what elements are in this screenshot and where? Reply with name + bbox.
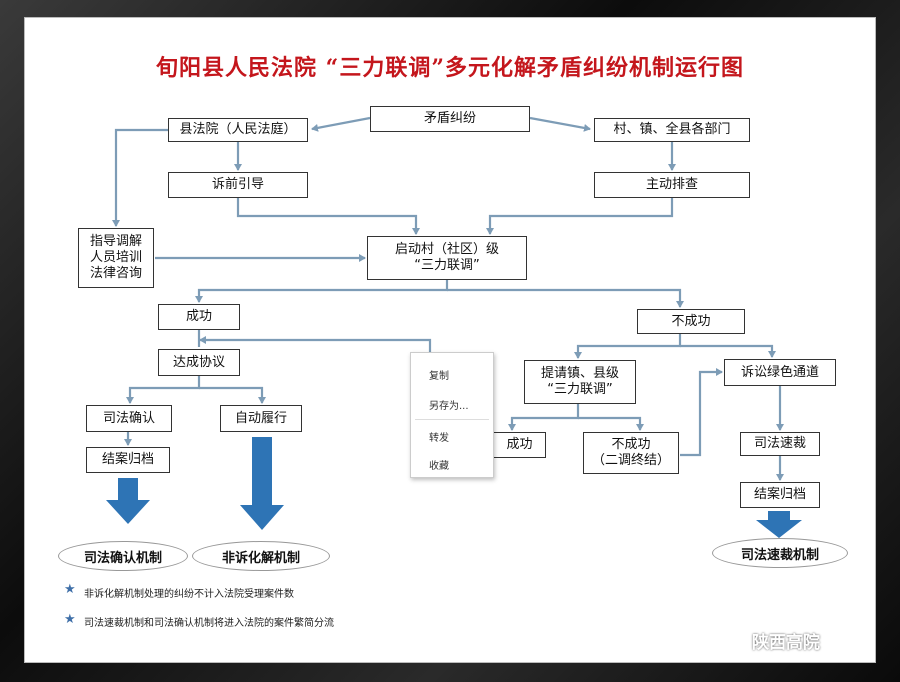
node-close-archive-right: 结案归档 — [740, 482, 820, 508]
node-fail: 不成功 — [637, 309, 745, 334]
mechanism-non-litigation: 非诉化解机制 — [192, 541, 330, 571]
node-guidance: 指导调解 人员培训 法律咨询 — [78, 228, 154, 288]
arrow-active-start — [486, 198, 674, 235]
node-request-county: 提请镇、县级 “三力联调” — [524, 360, 636, 404]
arrow-court-guidance — [112, 128, 168, 227]
node-success-2: 成功 — [494, 432, 546, 458]
node-fail-2: 不成功 （二调终结） — [583, 432, 679, 474]
arrow-start-fail — [447, 288, 684, 308]
arrow-request-success2 — [508, 404, 580, 431]
node-dispute: 矛盾纠纷 — [370, 106, 530, 132]
menu-item-favorite[interactable]: 收藏 — [429, 461, 449, 472]
menu-separator — [415, 419, 489, 420]
big-arrow-confirm — [106, 478, 150, 524]
note-2: 司法速裁机制和司法确认机制将进入法院的案件繁简分流 — [84, 618, 334, 629]
arrow-dispute-court — [311, 116, 371, 132]
menu-item-copy[interactable]: 复制 — [429, 371, 449, 382]
node-court: 县法院（人民法庭） — [168, 118, 308, 142]
node-agreement: 达成协议 — [158, 349, 240, 376]
big-arrow-ruling — [756, 511, 802, 538]
node-pre-litigation: 诉前引导 — [168, 172, 308, 198]
context-menu[interactable]: 复制 另存为... 转发 收藏 — [410, 352, 494, 478]
node-active-check: 主动排查 — [594, 172, 750, 198]
arrow-start-success — [195, 280, 449, 303]
arrow-request-fail2 — [578, 416, 644, 431]
node-close-archive-left: 结案归档 — [86, 447, 170, 473]
diagram-title: 旬阳县人民法院 “三力联调”多元化解矛盾纠纷机制运行图 — [156, 55, 744, 81]
node-village-depts: 村、镇、全县各部门 — [594, 118, 750, 142]
arrow-fail-request — [574, 334, 682, 359]
mechanism-confirm: 司法确认机制 — [58, 541, 188, 571]
star-icon: ★ — [64, 612, 76, 627]
mechanism-ruling: 司法速裁机制 — [712, 538, 848, 568]
node-success: 成功 — [158, 304, 240, 330]
node-auto-perform: 自动履行 — [220, 405, 302, 432]
arrow-fail2-green — [680, 368, 723, 457]
note-1: 非诉化解机制处理的纠纷不计入法院受理案件数 — [84, 589, 294, 600]
big-arrow-auto — [240, 437, 284, 530]
wechat-icon — [730, 630, 748, 645]
menu-item-forward[interactable]: 转发 — [429, 433, 449, 444]
arrow-fail-green — [680, 344, 776, 358]
node-start-village: 启动村（社区）级 “三力联调” — [367, 236, 527, 280]
arrow-dispute-village — [529, 116, 591, 132]
node-judicial-confirm: 司法确认 — [86, 405, 172, 432]
arrow-agreement-auto — [199, 386, 266, 404]
menu-item-save-as[interactable]: 另存为... — [429, 401, 469, 412]
arrow-feedback-success — [199, 336, 432, 352]
arrow-agreement-confirm — [126, 376, 201, 404]
node-green-channel: 诉讼绿色通道 — [724, 359, 836, 386]
star-icon: ★ — [64, 582, 76, 597]
watermark: 陕西高院 — [752, 633, 820, 653]
node-judicial-ruling: 司法速裁 — [740, 432, 820, 456]
arrow-pre-start — [236, 198, 420, 235]
